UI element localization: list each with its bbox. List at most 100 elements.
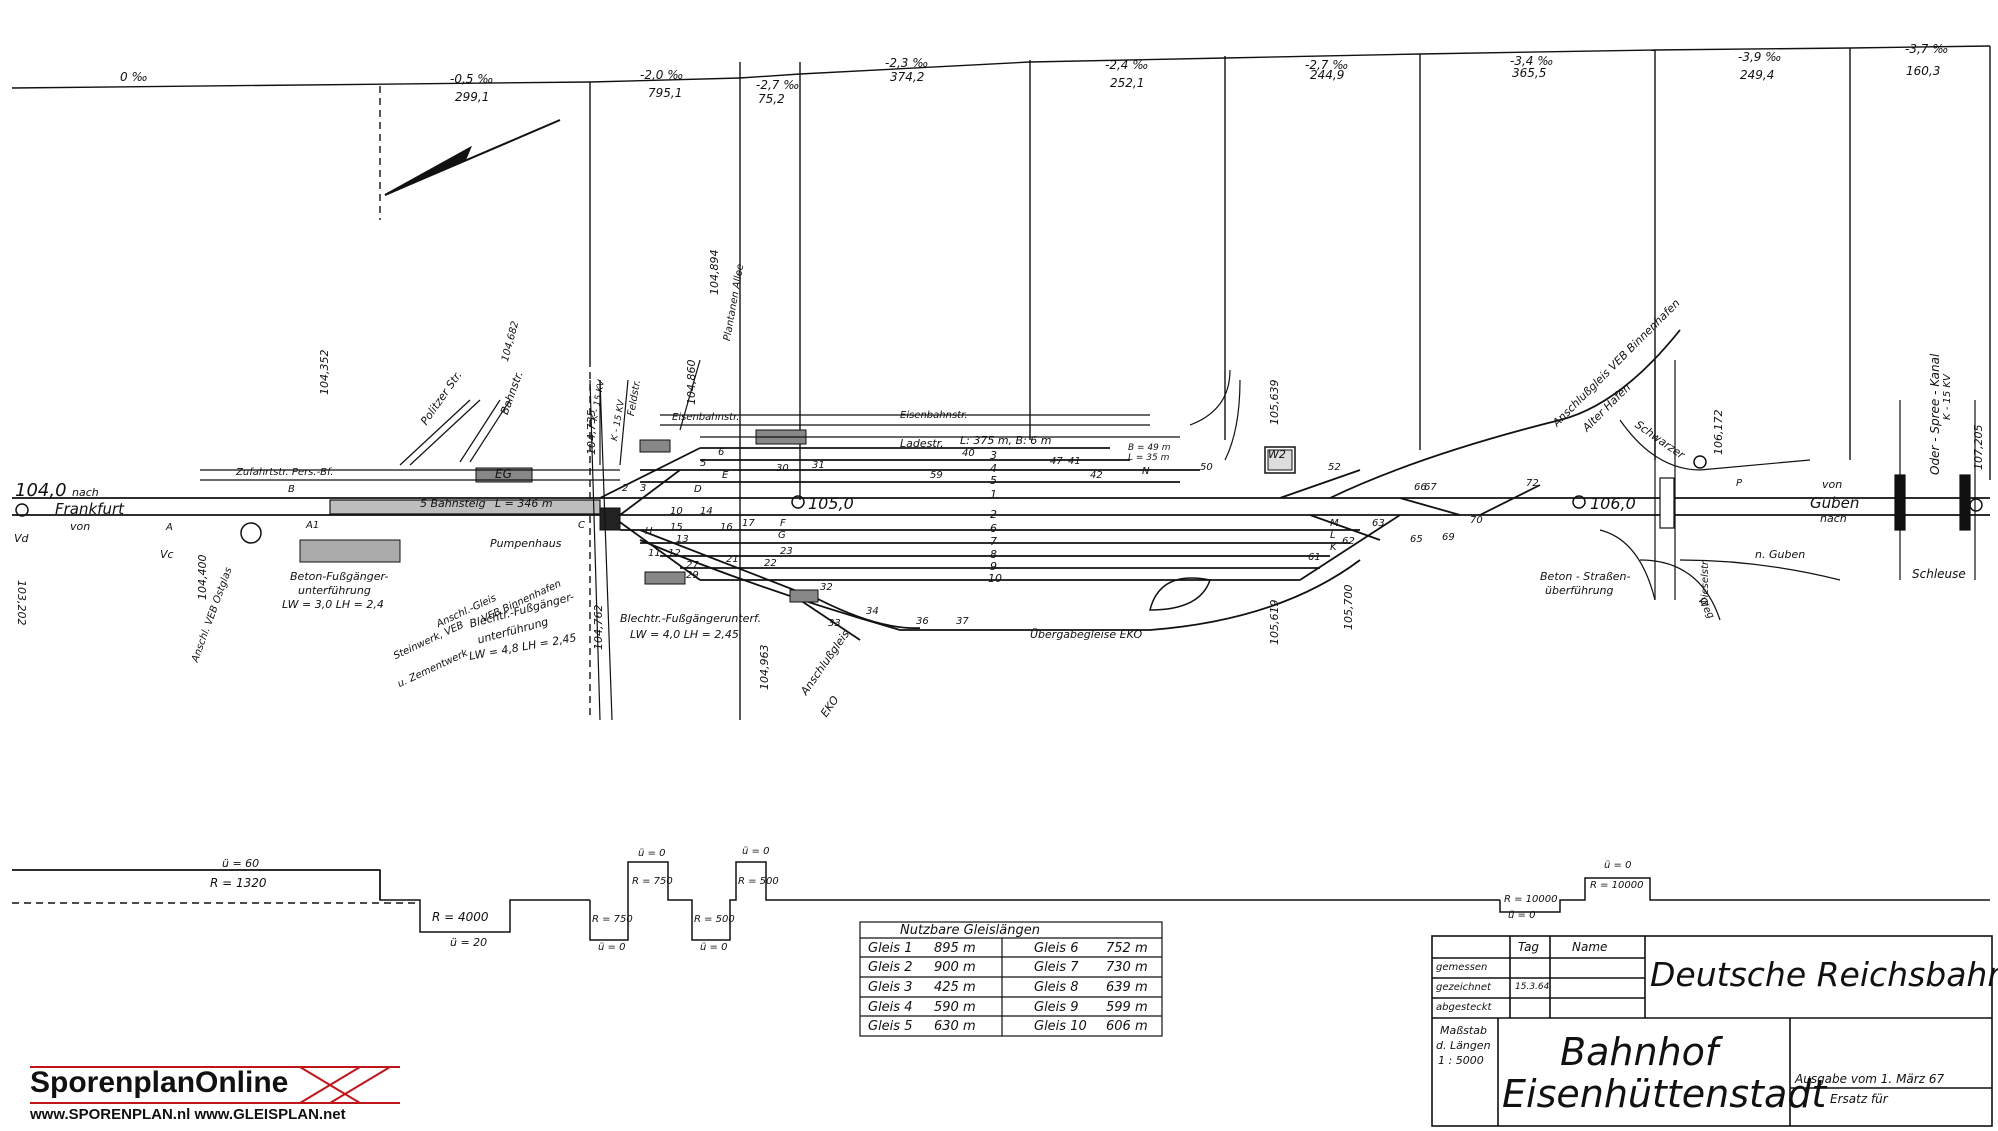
title-row-gezeichnet: gezeichnet xyxy=(1436,982,1491,993)
signal-label: F xyxy=(780,518,786,529)
lengths-row-label: Gleis 8 xyxy=(1034,980,1079,995)
gradient-grade-8: -3,4 ‰ xyxy=(1510,54,1554,68)
street-zufahrt: Zufahrtstr. Pers.-Bf. xyxy=(236,467,334,478)
switch-number: 2 xyxy=(622,483,629,494)
loop-track xyxy=(1149,577,1211,611)
track-number: 5 xyxy=(990,474,997,487)
platform-shape xyxy=(329,499,601,515)
curve-u-7: ü = 0 xyxy=(1508,910,1536,921)
w2-label: W2 xyxy=(1268,448,1286,461)
lengths-row-label: Gleis 1 xyxy=(868,941,913,956)
org-title: Deutsche Reichsbahn xyxy=(1650,955,1998,994)
direction-n-guben: n. Guben xyxy=(1755,548,1806,561)
gradient-length-7: 244,9 xyxy=(1310,68,1345,82)
signal-label: L xyxy=(1330,530,1336,541)
blechtr-2: Blechtr.-Fußgängerunterf. xyxy=(620,612,762,625)
signal-label: A1 xyxy=(306,520,320,531)
station-title-2: Eisenhüttenstadt xyxy=(1502,1072,1827,1116)
signal-label: P xyxy=(1736,478,1743,489)
switch-number: 42 xyxy=(1090,470,1103,481)
signal-label: D xyxy=(694,484,702,495)
km-104860: 104,860 xyxy=(685,359,698,406)
curve-u-8: ü = 0 xyxy=(1604,860,1632,871)
switch-number: 52 xyxy=(1328,462,1341,473)
switch-number: 69 xyxy=(1442,532,1455,543)
w2-box xyxy=(1264,446,1296,474)
beton-fussgaenger-1: Beton-Fußgänger- xyxy=(290,570,389,583)
signal-label: Vd xyxy=(14,532,29,545)
street-ladestr: Ladestr. xyxy=(900,437,944,450)
switch-number: 30 xyxy=(776,463,789,474)
km-label-106: 106,0 xyxy=(1590,494,1636,513)
pumpenhaus-label: Pumpenhaus xyxy=(490,537,562,550)
switch-number: 3 xyxy=(640,483,647,494)
gradient-grade-2: -0,5 ‰ xyxy=(450,72,494,86)
switch-number: 61 xyxy=(1308,552,1321,563)
switch-number: 33 xyxy=(828,618,841,629)
curve-r-4: R = 750 xyxy=(632,876,673,887)
street-eisenbahnstr-2: Eisenbahnstr. xyxy=(900,410,968,421)
beton-fussgaenger-2: unterführung xyxy=(298,584,371,597)
gradient-grade-5: -2,3 ‰ xyxy=(885,56,929,70)
street-eisenbahnstr-1: Eisenbahnstr. xyxy=(672,412,740,423)
lengths-row-label: Gleis 2 xyxy=(868,960,913,975)
km-circles xyxy=(15,455,1983,544)
switch-number: 32 xyxy=(820,582,833,593)
track-number: 2 xyxy=(990,508,997,521)
logo-mark xyxy=(30,1066,400,1104)
lengths-row-label: Gleis 9 xyxy=(1034,1000,1079,1015)
direction-von-right: von xyxy=(1822,478,1843,491)
curve-r-5: R = 500 xyxy=(694,914,735,925)
track-number: 8 xyxy=(990,548,997,561)
logo-main-text: SporenplanOnline xyxy=(30,1066,289,1099)
schleuse-label: Schleuse xyxy=(1912,567,1966,581)
title-col-tag: Tag xyxy=(1518,940,1540,954)
title-row-abgesteckt: abgesteckt xyxy=(1436,1002,1492,1013)
title-gezeichnet-tag: 15.3.64 xyxy=(1515,982,1550,992)
title-block-grid xyxy=(1431,935,1993,1127)
lengths-row-value: 590 m xyxy=(934,1000,976,1015)
lengths-table-title: Nutzbare Gleislängen xyxy=(900,923,1040,938)
gradient-grade-7: -2,7 ‰ xyxy=(1305,58,1349,72)
kv-label-3: K - 15 KV xyxy=(1942,374,1953,420)
lengths-row-label: Gleis 4 xyxy=(868,1000,913,1015)
street-ladestr-dim: L: 375 m, B: 6 m xyxy=(960,434,1052,447)
switch-number: 13 xyxy=(676,534,689,545)
beton-strasse-2: überführung xyxy=(1545,584,1614,597)
gradient-grade-6: -2,4 ‰ xyxy=(1105,58,1149,72)
gradient-profile xyxy=(11,45,1991,720)
switch-number: 6 xyxy=(718,447,725,458)
uebergabe-eko: Übergabegleise EKO xyxy=(1030,628,1143,641)
lengths-row-label: Gleis 3 xyxy=(868,980,913,995)
curve-r-7: R = 10000 xyxy=(1504,894,1558,905)
title-ersatz: Ersatz für xyxy=(1830,1092,1888,1106)
gradient-grade-10: -3,7 ‰ xyxy=(1905,42,1949,56)
track-number: 3 xyxy=(990,449,997,462)
title-row-gemessen: gemessen xyxy=(1436,962,1488,973)
switch-number: 29 xyxy=(686,570,699,581)
direction-guben: Guben xyxy=(1810,494,1860,512)
direction-frankfurt: Frankfurt xyxy=(55,500,125,518)
lengths-row-value: 425 m xyxy=(934,980,976,995)
title-massstab-2: d. Längen xyxy=(1436,1039,1491,1052)
lengths-row-value: 752 m xyxy=(1106,941,1148,956)
lengths-row-value: 606 m xyxy=(1106,1019,1148,1034)
curve-u-5: ü = 0 xyxy=(700,942,728,953)
curve-r-8: R = 10000 xyxy=(1590,880,1644,891)
curve-u-4: ü = 0 xyxy=(638,848,666,859)
lengths-row-label: Gleis 10 xyxy=(1034,1019,1087,1034)
gradient-grade-4: -2,7 ‰ xyxy=(756,78,800,92)
gradient-grade-9: -3,9 ‰ xyxy=(1738,50,1782,64)
signal-label: G xyxy=(778,530,786,541)
switch-number: 23 xyxy=(780,546,793,557)
lengths-row-label: Gleis 7 xyxy=(1034,960,1079,975)
curve-r-2: R = 4000 xyxy=(432,910,489,924)
direction-von-left: von xyxy=(70,520,91,533)
signal-label: B xyxy=(288,484,295,495)
gradient-length-2: 299,1 xyxy=(455,90,490,104)
km-104352: 104,352 xyxy=(318,349,331,396)
gradient-grade-3: -2,0 ‰ xyxy=(640,68,684,82)
switch-number: 66 xyxy=(1414,482,1427,493)
